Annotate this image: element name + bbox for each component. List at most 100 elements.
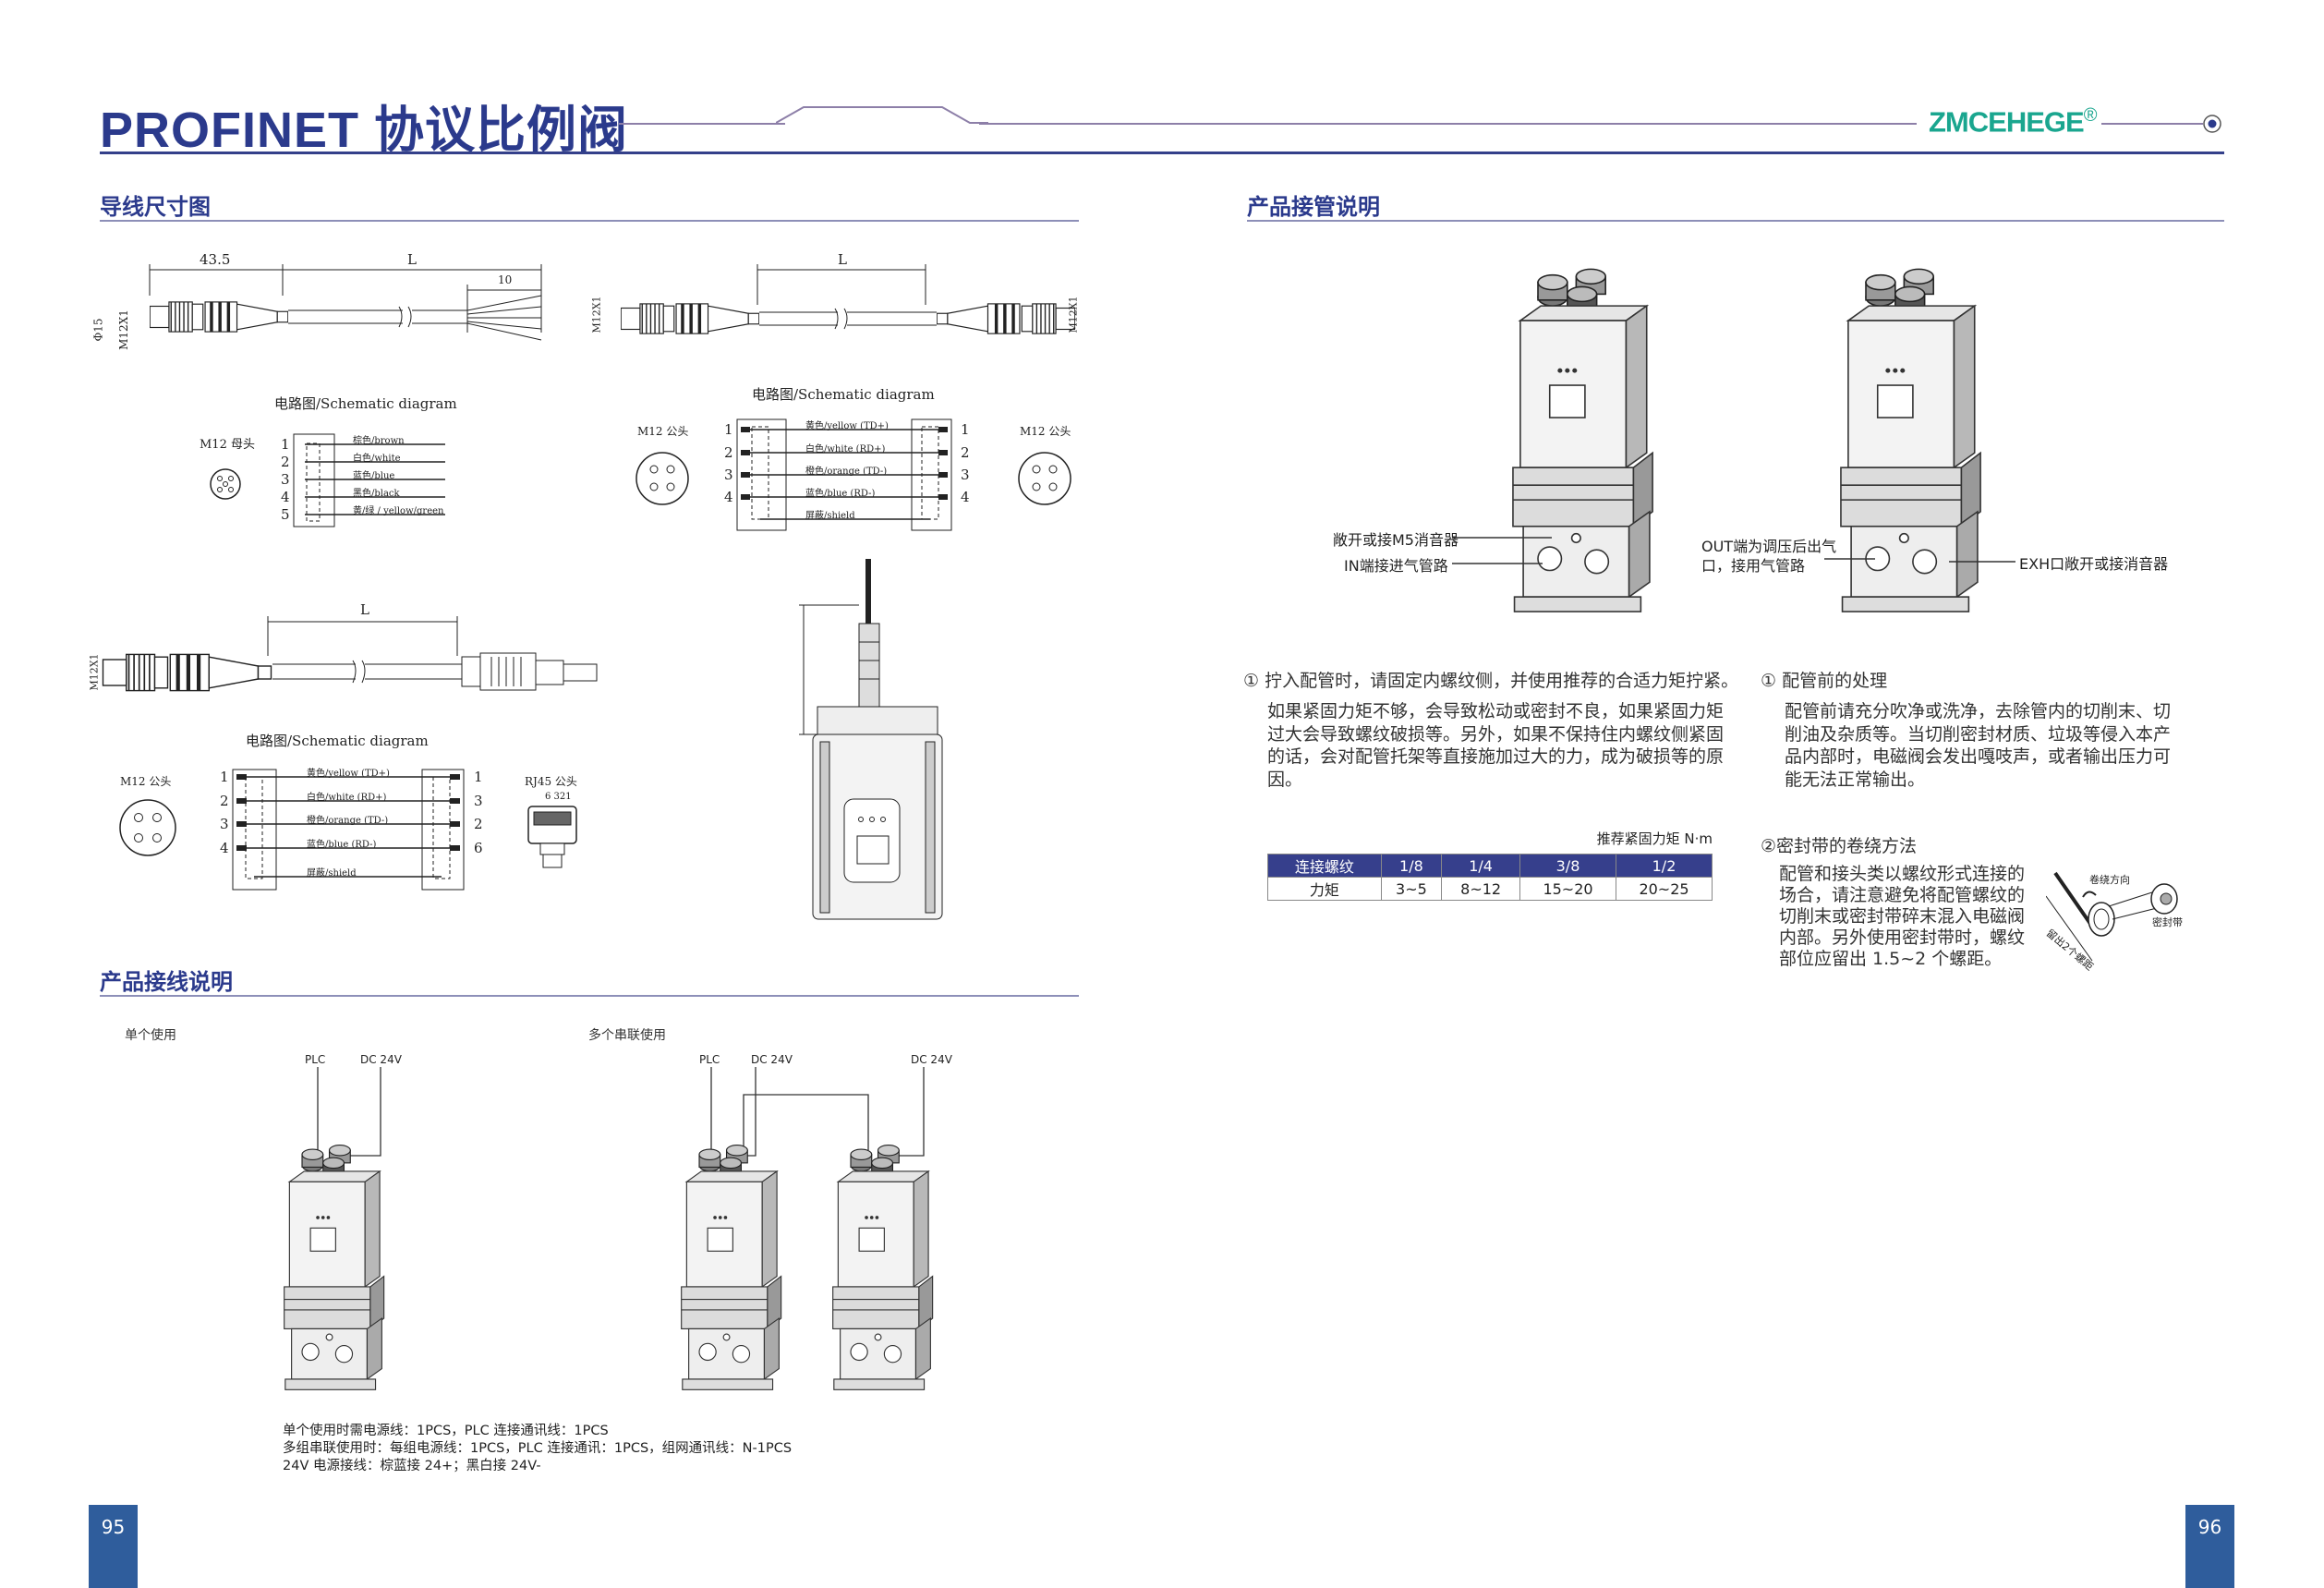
connector-label: M12 公头 (637, 425, 689, 438)
table-header-cell: 3/8 (1519, 854, 1616, 878)
wiring-note: 多组串联使用时：每组电源线：1PCS，PLC 连接通讯：1PCS，组网通讯线：N… (283, 1441, 793, 1456)
header-deco-bump (776, 106, 988, 124)
wire-label: 蓝色/blue (RD-) (307, 840, 377, 850)
schematic-title: 电路图/Schematic diagram (752, 386, 935, 403)
connector-label: M12 公头 (1020, 425, 1071, 438)
dim-thread-left: M12X1 (590, 296, 603, 333)
note-pretreatment-body: 配管前请充分吹净或洗净，去除管内的切削末、切 削油及杂质等。当切削密封材质、垃圾… (1785, 700, 2171, 791)
wire-label: 蓝色/blue (353, 471, 395, 481)
tape-direction-label: 卷绕方向 (2089, 874, 2130, 886)
wire-label: 黄色/yellow (TD+) (307, 769, 390, 779)
pin-number: 1 (281, 436, 290, 453)
plc-label: PLC (305, 1053, 326, 1066)
note-line: 的话，会对配管托架等直接施加过大的力，成为破损等的原 (1267, 746, 1725, 767)
note-pretreatment-title: ① 配管前的处理 (1761, 671, 1888, 691)
table-cell: 15~20 (1519, 877, 1616, 901)
pin-number: 4 (220, 840, 229, 856)
wire-label: 黄色/yellow (TD+) (805, 421, 889, 431)
wiring-note: 24V 电源接线：棕蓝接 24+；黑白接 24V- (283, 1459, 541, 1473)
dim-thread-right: M12X1 (1067, 296, 1080, 333)
valve-single-image (284, 1144, 385, 1390)
wire-label: 白色/white (RD+) (805, 444, 886, 455)
cable-drawing-2: L M12X1 M12X1 (590, 249, 1083, 351)
page-number-left: 95 (89, 1505, 138, 1588)
tape-label: 密封带 (2152, 916, 2183, 928)
rj45-pin-order: 6 321 (545, 792, 572, 802)
wire-label: 白色/white (RD+) (307, 793, 387, 803)
pin-number: 2 (474, 816, 483, 832)
pin-number: 4 (281, 489, 290, 505)
pin-number: 3 (474, 793, 483, 809)
note-line: 过大会导致螺纹破损等。另外，如果不保持住内螺纹侧紧固 (1267, 723, 1725, 745)
brand-logo: ZMCEHEGE® (1929, 105, 2097, 139)
wire-label: 白色/white (353, 454, 401, 464)
pin-number: 1 (961, 421, 970, 438)
note-line: 品内部时，电磁阀会发出嘎吱声，或者输出压力可 (1785, 746, 2172, 767)
wire-label: 黄/绿 / yellow/green (353, 506, 444, 516)
callout-lines (1452, 537, 2015, 564)
note-line: 因。 (1267, 769, 1303, 790)
schematic-1: 电路图/Schematic diagram M12 母头 1 2 3 4 5 棕… (185, 388, 480, 527)
note-line: 配管和接头类以螺纹形式连接的 (1779, 864, 2026, 884)
plc-label: PLC (699, 1053, 720, 1066)
pin-number: 2 (961, 444, 970, 461)
pin-number: 3 (961, 467, 970, 483)
wire-label: 蓝色/blue (RD-) (805, 489, 876, 499)
valve-side-view-drawing (799, 559, 943, 920)
seal-tape-diagram (2046, 871, 2178, 962)
target-icon (2203, 115, 2221, 133)
callout-out-port: OUT端为调压后出气 (1701, 538, 1837, 555)
wire-label: 橙色/orange (TD-) (307, 816, 389, 826)
note-line: 如果紧固力矩不够，会导致松动或密封不良，如果紧固力矩 (1267, 701, 1725, 721)
header-deco-line-2 (979, 123, 1917, 125)
dim-thread: M12X1 (116, 309, 130, 350)
pin-number: 3 (281, 471, 290, 488)
wire-label: 棕色/brown (353, 436, 405, 446)
shield-label: 屏蔽/shield (307, 868, 357, 879)
note-tighten-title: ① 拧入配管时，请固定内螺纹侧，并使用推荐的合适力矩拧紧。 (1243, 671, 1739, 691)
section-rule (100, 995, 1079, 997)
dim-strip: 10 (498, 273, 513, 286)
table-row: 力矩 3~5 8~12 15~20 20~25 (1267, 877, 1713, 901)
dim-diameter: Φ15 (91, 318, 105, 342)
pin-number: 6 (474, 840, 483, 856)
note-tighten-body: 如果紧固力矩不够，会导致松动或密封不良，如果紧固力矩 过大会导致螺纹破损等。另外… (1267, 700, 1724, 791)
note-line: 配管前请充分吹净或洗净，去除管内的切削末、切 (1785, 701, 2172, 721)
dim-l: L (407, 251, 417, 268)
single-use-label: 单个使用 (125, 1028, 176, 1043)
header-rule (100, 152, 2224, 154)
shield-label: 屏蔽/shield (805, 511, 855, 521)
pin-number: 1 (724, 421, 733, 438)
schematic-title: 电路图/Schematic diagram (274, 395, 457, 412)
page-number-right: 96 (2185, 1505, 2234, 1588)
callout-in-port: IN端接进气管路 (1344, 557, 1448, 575)
dc24v-label: DC 24V (911, 1053, 952, 1066)
schematic-title: 电路图/Schematic diagram (246, 733, 429, 749)
header-deco-line-3 (2101, 123, 2203, 125)
note-line: 能无法正常输出。 (1785, 769, 1926, 790)
table-header-cell: 连接螺纹 (1267, 854, 1382, 878)
pin-number: 2 (220, 793, 229, 809)
table-cell: 20~25 (1616, 877, 1713, 901)
note-tape-body: 配管和接头类以螺纹形式连接的 场合，请注意避免将配管螺纹的 切削末或密封带碎末混… (1779, 864, 2025, 970)
connector-label: RJ45 公头 (525, 775, 577, 788)
wiring-note: 单个使用时需电源线：1PCS，PLC 连接通讯线：1PCS (283, 1424, 609, 1438)
schematic-3: 电路图/Schematic diagram M12 公头 RJ45 公头 6 3… (111, 725, 591, 901)
callout-out-port: 口，接用气管路 (1701, 557, 1806, 575)
table-header-row: 连接螺纹 1/8 1/4 3/8 1/2 (1267, 854, 1713, 878)
section-wiring: 产品接线说明 (100, 969, 233, 995)
cable-drawing-1: 43.5 L 10 Φ15 M12X1 (89, 249, 551, 360)
table-header-cell: 1/8 (1380, 854, 1443, 878)
table-header-cell: 1/2 (1616, 854, 1713, 878)
cable-drawing-3: L M12X1 (89, 596, 600, 702)
wire-label: 黑色/black (353, 489, 400, 499)
section-rule (100, 220, 1079, 222)
connector-label: M12 母头 (200, 438, 255, 452)
callout-m5-muffler: 敞开或接M5消音器 (1333, 531, 1459, 549)
torque-caption: 推荐紧固力矩 N·m (1596, 830, 1713, 847)
note-line: 切削末或密封带碎末混入电磁阀 (1779, 906, 2026, 927)
page-title: PROFINET 协议比例阀 (100, 103, 629, 158)
connector-label: M12 公头 (120, 775, 172, 788)
dim-l: L (360, 601, 369, 618)
note-tape-title: ②密封带的卷绕方法 (1761, 836, 1918, 856)
